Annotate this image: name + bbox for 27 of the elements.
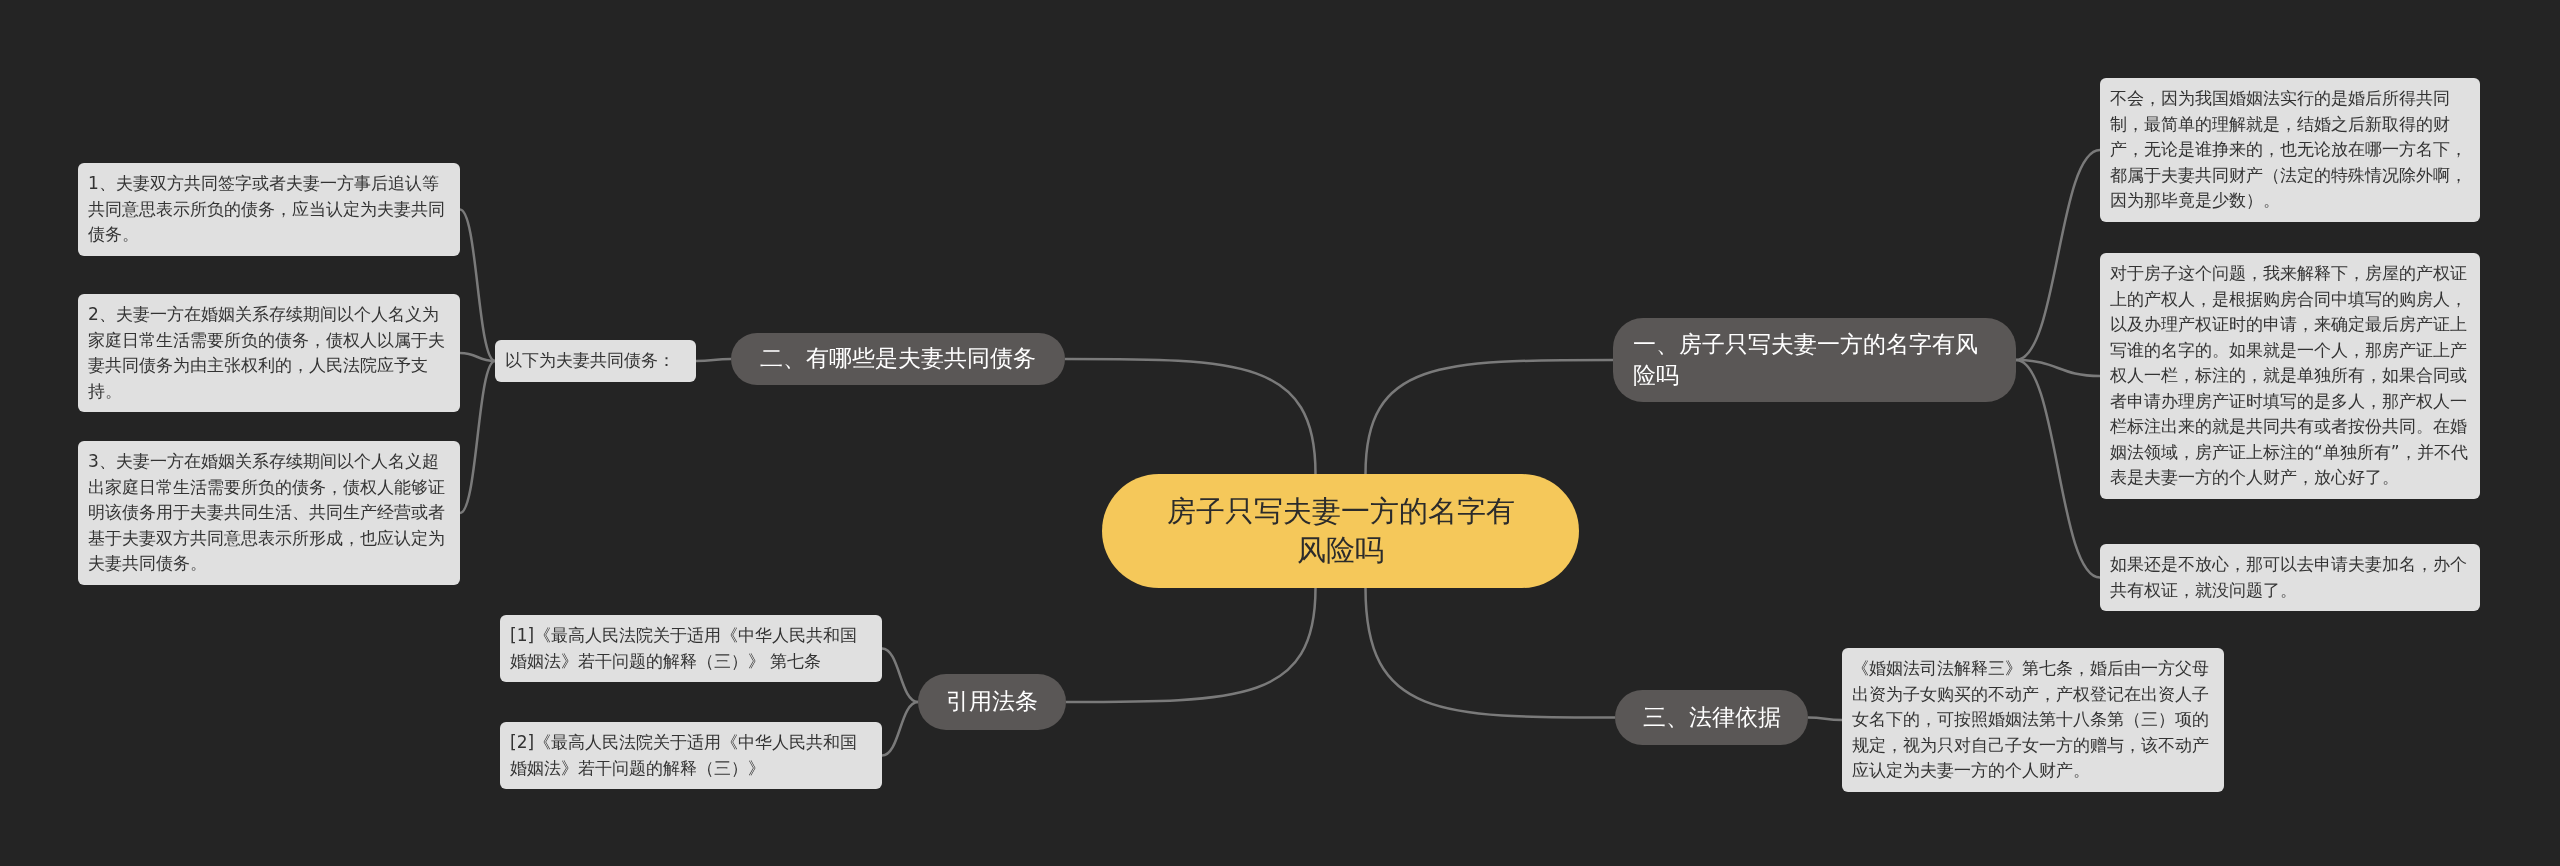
note-box: 对于房子这个问题，我来解释下，房屋的产权证上的产权人，是根据购房合同中填写的购房人，以及办理产权证时的申请，来确定最后房产证上写谁的名字的。如果就是一个人，那房产证上产权人一栏，标注的，就是单独所有，如果合同或者申请办理房产证时填写的是多人，那产权人一栏标注出来的就是共同共有或者按份共同。在婚姻法领域，房产证上标注的“单独所有”，并不代表是夫妻一方的个人财产，放心好了。 [2100, 253, 2480, 499]
branch-topic: 一、房子只写夫妻一方的名字有风险吗 [1613, 318, 2016, 402]
connector-line [1364, 358, 1613, 475]
connector-line [881, 700, 919, 757]
connector-line [459, 208, 496, 362]
central-topic: 房子只写夫妻一方的名字有风险吗 [1102, 474, 1579, 588]
note-box: 2、夫妻一方在婚姻关系存续期间以个人名义为家庭日常生活需要所负的债务，债权人以属于夫妻共同债务为由主张权利的，人民法院应予支持。 [78, 294, 460, 412]
note-box: 3、夫妻一方在婚姻关系存续期间以个人名义超出家庭日常生活需要所负的债务，债权人能够证明该债务用于夫妻共同生活、共同生产经营或者基于夫妻双方共同意思表示所形成，也应认定为夫妻共同债务。 [78, 441, 460, 585]
connector-line [881, 647, 919, 704]
branch-topic: 引用法条 [918, 674, 1066, 730]
note-box: [2]《最高人民法院关于适用《中华人民共和国婚姻法》若干问题的解释（三）》 [500, 722, 882, 789]
connector-line [2015, 358, 2101, 579]
connector-line [1066, 587, 1317, 704]
note-box: 不会，因为我国婚姻法实行的是婚后所得共同制，最简单的理解就是，结婚之后新取得的财产，无论是谁挣来的，也无论放在哪一方名下，都属于夫妻共同财产（法定的特殊情况除外啊，因为那毕竟是少数）。 [2100, 78, 2480, 222]
connector-line [1364, 587, 1615, 719]
note-box: 以下为夫妻共同债务： [495, 340, 696, 382]
note-box: 《婚姻法司法解释三》第七条，婚后由一方父母出资为子女购买的不动产，产权登记在出资人子女名下的，可按照婚姻法第十八条第（三）项的规定，视为只对自己子女一方的赠与，该不动产应认定为夫妻一方的个人财产。 [1842, 648, 2224, 792]
note-box: [1]《最高人民法院关于适用《中华人民共和国婚姻法》若干问题的解释（三）》 第七条 [500, 615, 882, 682]
branch-topic: 二、有哪些是夫妻共同债务 [731, 333, 1065, 385]
connector-line [1065, 357, 1317, 475]
connector-line [696, 357, 731, 363]
connector-line [1808, 716, 1842, 722]
connector-line [459, 360, 496, 514]
branch-topic: 三、法律依据 [1615, 690, 1808, 745]
connector-line [2015, 148, 2101, 362]
note-box: 如果还是不放心，那可以去申请夫妻加名，办个共有权证，就没问题了。 [2100, 544, 2480, 611]
note-box: 1、夫妻双方共同签字或者夫妻一方事后追认等共同意思表示所负的债务，应当认定为夫妻共同债务。 [78, 163, 460, 256]
